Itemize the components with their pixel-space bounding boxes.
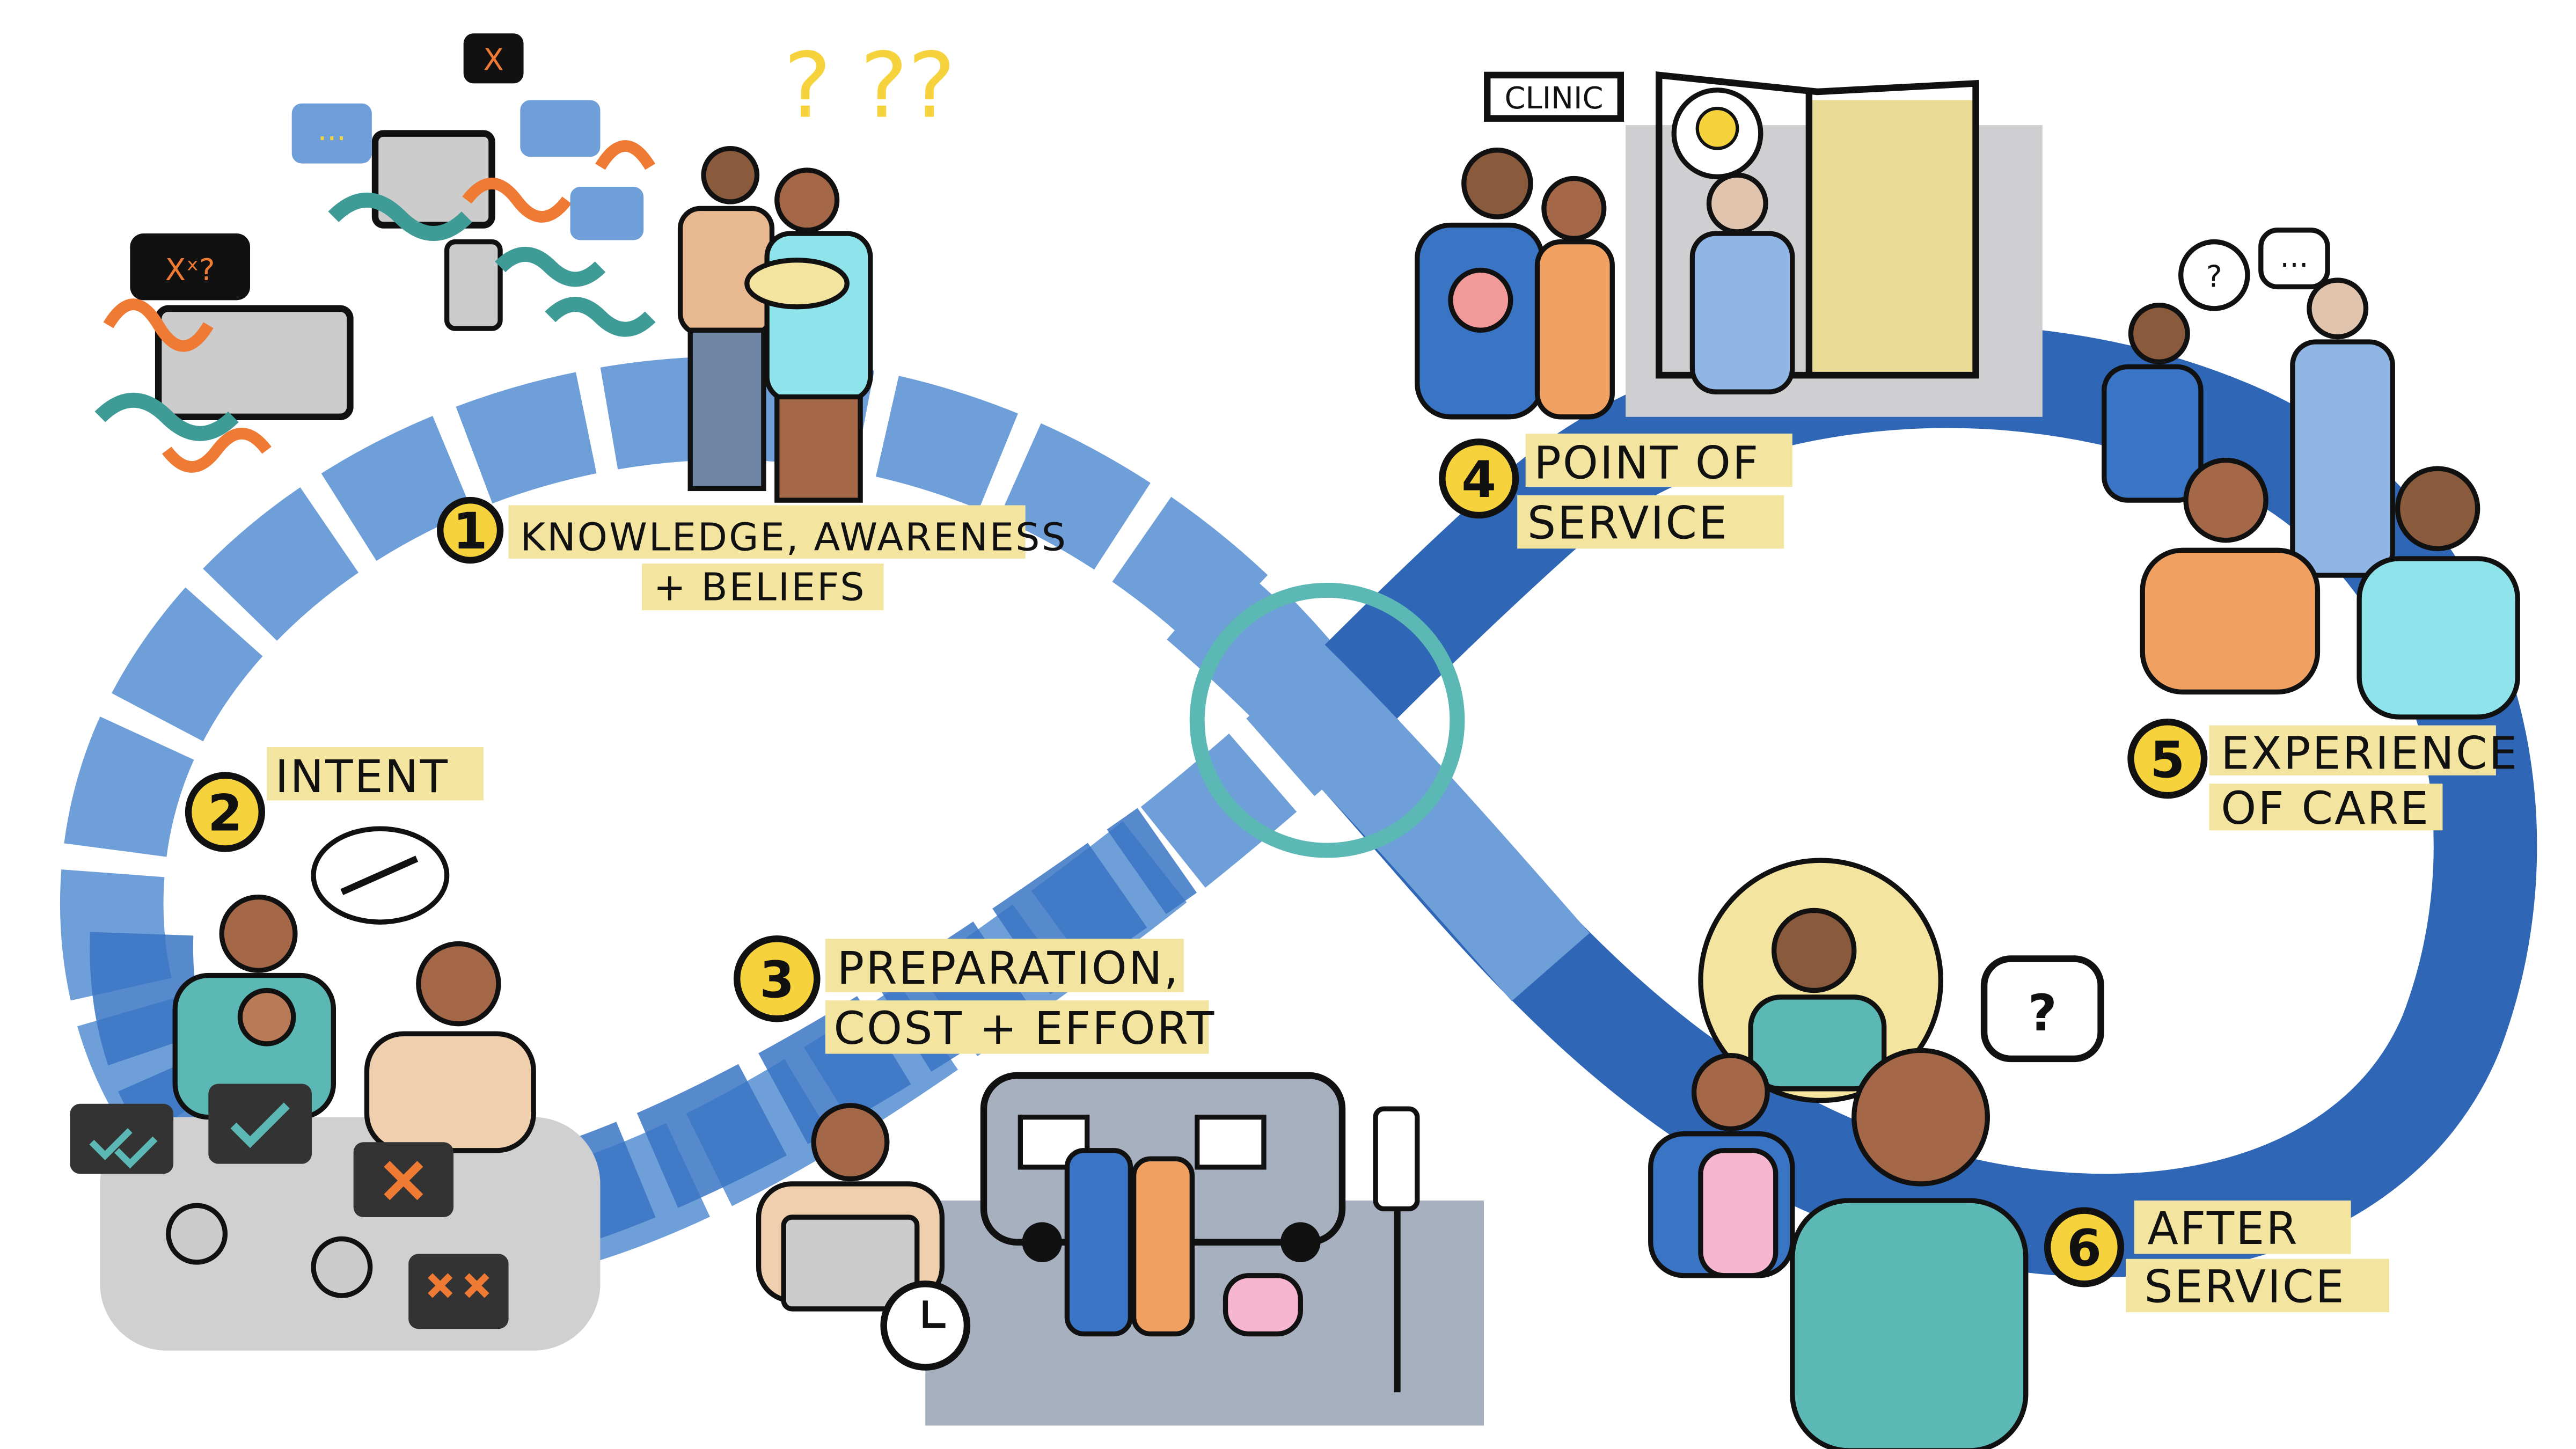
svg-text:AFTER: AFTER (2148, 1202, 2299, 1255)
svg-text:KNOWLEDGE, AWARENESS: KNOWLEDGE, AWARENESS (520, 515, 1067, 559)
stage-label-1: 1 KNOWLEDGE, AWARENESS + BELIEFS (436, 496, 1067, 611)
clinic-sign: CLINIC (1484, 71, 1624, 122)
stage-badge (436, 496, 504, 564)
question-bubble-large: ? (1980, 955, 2104, 1063)
tv-screen (155, 305, 354, 421)
laptop (781, 1214, 920, 1312)
stage-3-illustration (756, 1072, 1484, 1426)
svg-text:POINT OF: POINT OF (1534, 437, 1760, 489)
parents-with-baby (677, 145, 873, 503)
speech-bubble-confusion: Xˣ? (130, 233, 251, 301)
question-marks: ? ?? (784, 33, 955, 138)
svg-text:3: 3 (759, 950, 794, 1009)
center-ring (1189, 582, 1465, 858)
syringe-bubble (311, 826, 450, 925)
svg-text:PREPARATION,: PREPARATION, (837, 942, 1180, 994)
stage-label-5: 5 EXPERIENCE OF CARE (2127, 719, 2519, 835)
svg-text:INTENT: INTENT (275, 750, 449, 803)
svg-text:COST + EFFORT: COST + EFFORT (833, 1002, 1216, 1055)
smiley-icon (1695, 106, 1739, 150)
question-bubble-small: ? (2178, 239, 2250, 311)
ellipsis-bubble: ... (2258, 228, 2330, 290)
phone-icon (444, 239, 503, 331)
speech-bubble-ellipsis: ... (291, 103, 372, 164)
svg-text:?: ? (2206, 259, 2222, 294)
check-bubble (208, 1084, 312, 1164)
svg-text:EXPERIENCE: EXPERIENCE (2221, 727, 2519, 779)
svg-text:5: 5 (2150, 730, 2185, 789)
stage-badge (733, 935, 821, 1022)
stage-5-illustration: ? ... (2102, 228, 2520, 720)
svg-text:CLINIC: CLINIC (1505, 81, 1604, 116)
svg-text:SERVICE: SERVICE (2144, 1261, 2345, 1313)
stage-6-illustration: ? (1648, 858, 2104, 1449)
svg-text:?: ? (2028, 984, 2057, 1042)
stage-4-illustration: CLINIC (1415, 71, 2043, 420)
stage-label-6: 6 AFTER SERVICE (2044, 1200, 2390, 1313)
svg-text:...: ... (2280, 239, 2308, 274)
stage-label-3: 3 PREPARATION, COST + EFFORT (733, 935, 1216, 1055)
stage-badge (2127, 719, 2208, 799)
svg-text:2: 2 (208, 784, 243, 842)
speech-bubble-cross: X (463, 33, 524, 84)
stage-label-2: 2 INTENT (185, 747, 484, 852)
stage-2-illustration (70, 826, 601, 1351)
svg-text:4: 4 (1461, 450, 1496, 509)
svg-text:...: ... (318, 113, 346, 148)
svg-text:+ BELIEFS: + BELIEFS (654, 565, 866, 610)
svg-text:6: 6 (2067, 1219, 2102, 1277)
stroller (1223, 1273, 1303, 1337)
svg-text:1: 1 (453, 502, 488, 560)
stage-badge (1439, 438, 1519, 519)
crossing-stroke (1167, 561, 1590, 1001)
svg-text:X: X (483, 43, 503, 78)
stage-badge (185, 772, 265, 852)
stage-label-4: 4 POINT OF SERVICE (1439, 433, 1792, 550)
stage-badge (2044, 1207, 2125, 1287)
svg-text:SERVICE: SERVICE (1527, 497, 1729, 550)
bus-stop-sign (1373, 1106, 1420, 1212)
svg-text:OF CARE: OF CARE (2221, 782, 2430, 835)
cross-bubble (408, 1254, 509, 1329)
svg-text:Xˣ?: Xˣ? (165, 253, 215, 288)
stage-1-illustration: Xˣ? X ... ? ?? (94, 33, 956, 503)
